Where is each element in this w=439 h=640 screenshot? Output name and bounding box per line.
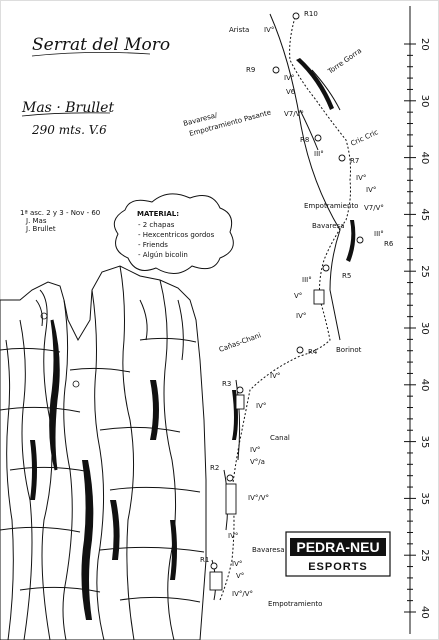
label-belay: R6 (384, 240, 394, 248)
scale-label: 20 (419, 38, 430, 51)
label-grade: V° (294, 292, 302, 300)
scale-label: 35 (419, 436, 430, 449)
label-belay: R2 (210, 464, 219, 472)
label-grade: III° (302, 276, 312, 284)
label-feature: Empotramiento (304, 202, 358, 210)
route-labels: R10 Arista IV° R9 IV° V6 Torre Gorra Bav… (182, 10, 393, 608)
scale-label: 30 (419, 95, 430, 108)
label-grade: IV° (366, 186, 376, 194)
label-grade: IV°/V° (232, 590, 253, 598)
label-feature: Borinot (336, 346, 362, 354)
label-arista: Arista (229, 26, 249, 34)
label-belay: R4 (308, 348, 318, 356)
material-item: - 2 chapas (138, 221, 175, 229)
label-grade: V° (236, 572, 244, 580)
label-belay: R8 (300, 136, 309, 144)
tower-belays (40, 312, 80, 388)
rock-towers (0, 265, 207, 640)
label-grade: IV° (296, 312, 306, 320)
label-grade: V6 (286, 88, 296, 96)
route-length: 290 mts. V.6 (31, 123, 107, 137)
length-scale: 20 30 40 45 25 30 40 35 35 25 40 (404, 6, 430, 634)
label-grade: III° (374, 230, 384, 238)
route-name: Mas · Brullet (21, 100, 114, 116)
material-item: - Friends (138, 241, 168, 249)
topo-title: Serrat del Moro (32, 35, 170, 55)
label-grade: IV° (228, 532, 238, 540)
label-grade: V7/V° (364, 204, 384, 212)
material-item: - Algún bicolin (138, 251, 188, 259)
material-heading: MATERIAL: (137, 210, 179, 218)
label-grade: III° (314, 150, 324, 158)
label-grade: IV° (256, 402, 266, 410)
label-grade: IV° (356, 174, 366, 182)
label-feature: Bavaresa (312, 222, 345, 230)
label-grade: V°/a (250, 458, 265, 466)
shop-logo: PEDRA-NEU ESPORTS (285, 531, 391, 577)
rock-shadows (30, 319, 177, 620)
label-feature: Cric Cric (349, 128, 379, 148)
label-feature: Cañas-Chani (218, 331, 262, 354)
label-grade: IV° (250, 446, 260, 454)
label-grade: IV° (232, 560, 242, 568)
label-grade: IV° (284, 74, 294, 82)
label-belay: R7 (350, 157, 359, 165)
scale-label: 25 (419, 549, 430, 562)
logo-sub: ESPORTS (308, 561, 368, 573)
label-feature: Bavaresa (252, 546, 285, 554)
label-feature: Torre Gorra (326, 47, 363, 77)
label-grade: IV°/V° (248, 494, 269, 502)
logo-brand: PEDRA-NEU (296, 539, 379, 555)
first-ascent-line: 1ª asc. 2 y 3 - Nov - 60 (20, 209, 100, 217)
label-grade: V7/V° (284, 110, 304, 118)
material-cloud (113, 193, 234, 274)
first-ascent-line: J. Brullet (25, 225, 56, 233)
scale-label: 40 (419, 379, 430, 392)
first-ascent-line: J. Mas (25, 217, 47, 225)
material-list: MATERIAL: - 2 chapas - Hexcentricos gord… (137, 210, 215, 259)
label-grade: IV° (264, 26, 274, 34)
title-underline (31, 52, 151, 57)
route-underline (21, 112, 111, 117)
belay-symbols (209, 12, 364, 591)
label-feature: Empotramiento (268, 600, 322, 608)
scale-label: 40 (419, 152, 430, 165)
material-item: - Hexcentricos gordos (138, 231, 215, 239)
first-ascent-note: 1ª asc. 2 y 3 - Nov - 60 J. Mas J. Brull… (20, 209, 100, 233)
scale-label: 35 (419, 492, 430, 505)
scale-label: 45 (419, 208, 430, 221)
scale-label: 40 (419, 606, 430, 619)
label-summit: R10 (304, 10, 318, 18)
scale-label: 25 (419, 265, 430, 278)
label-feature: Canal (270, 434, 290, 442)
label-belay: R1 (200, 556, 209, 564)
label-belay: R9 (246, 66, 255, 74)
label-belay: R5 (342, 272, 351, 280)
scale-label: 30 (419, 322, 430, 335)
label-grade: IV° (270, 372, 280, 380)
label-belay: R3 (222, 380, 231, 388)
